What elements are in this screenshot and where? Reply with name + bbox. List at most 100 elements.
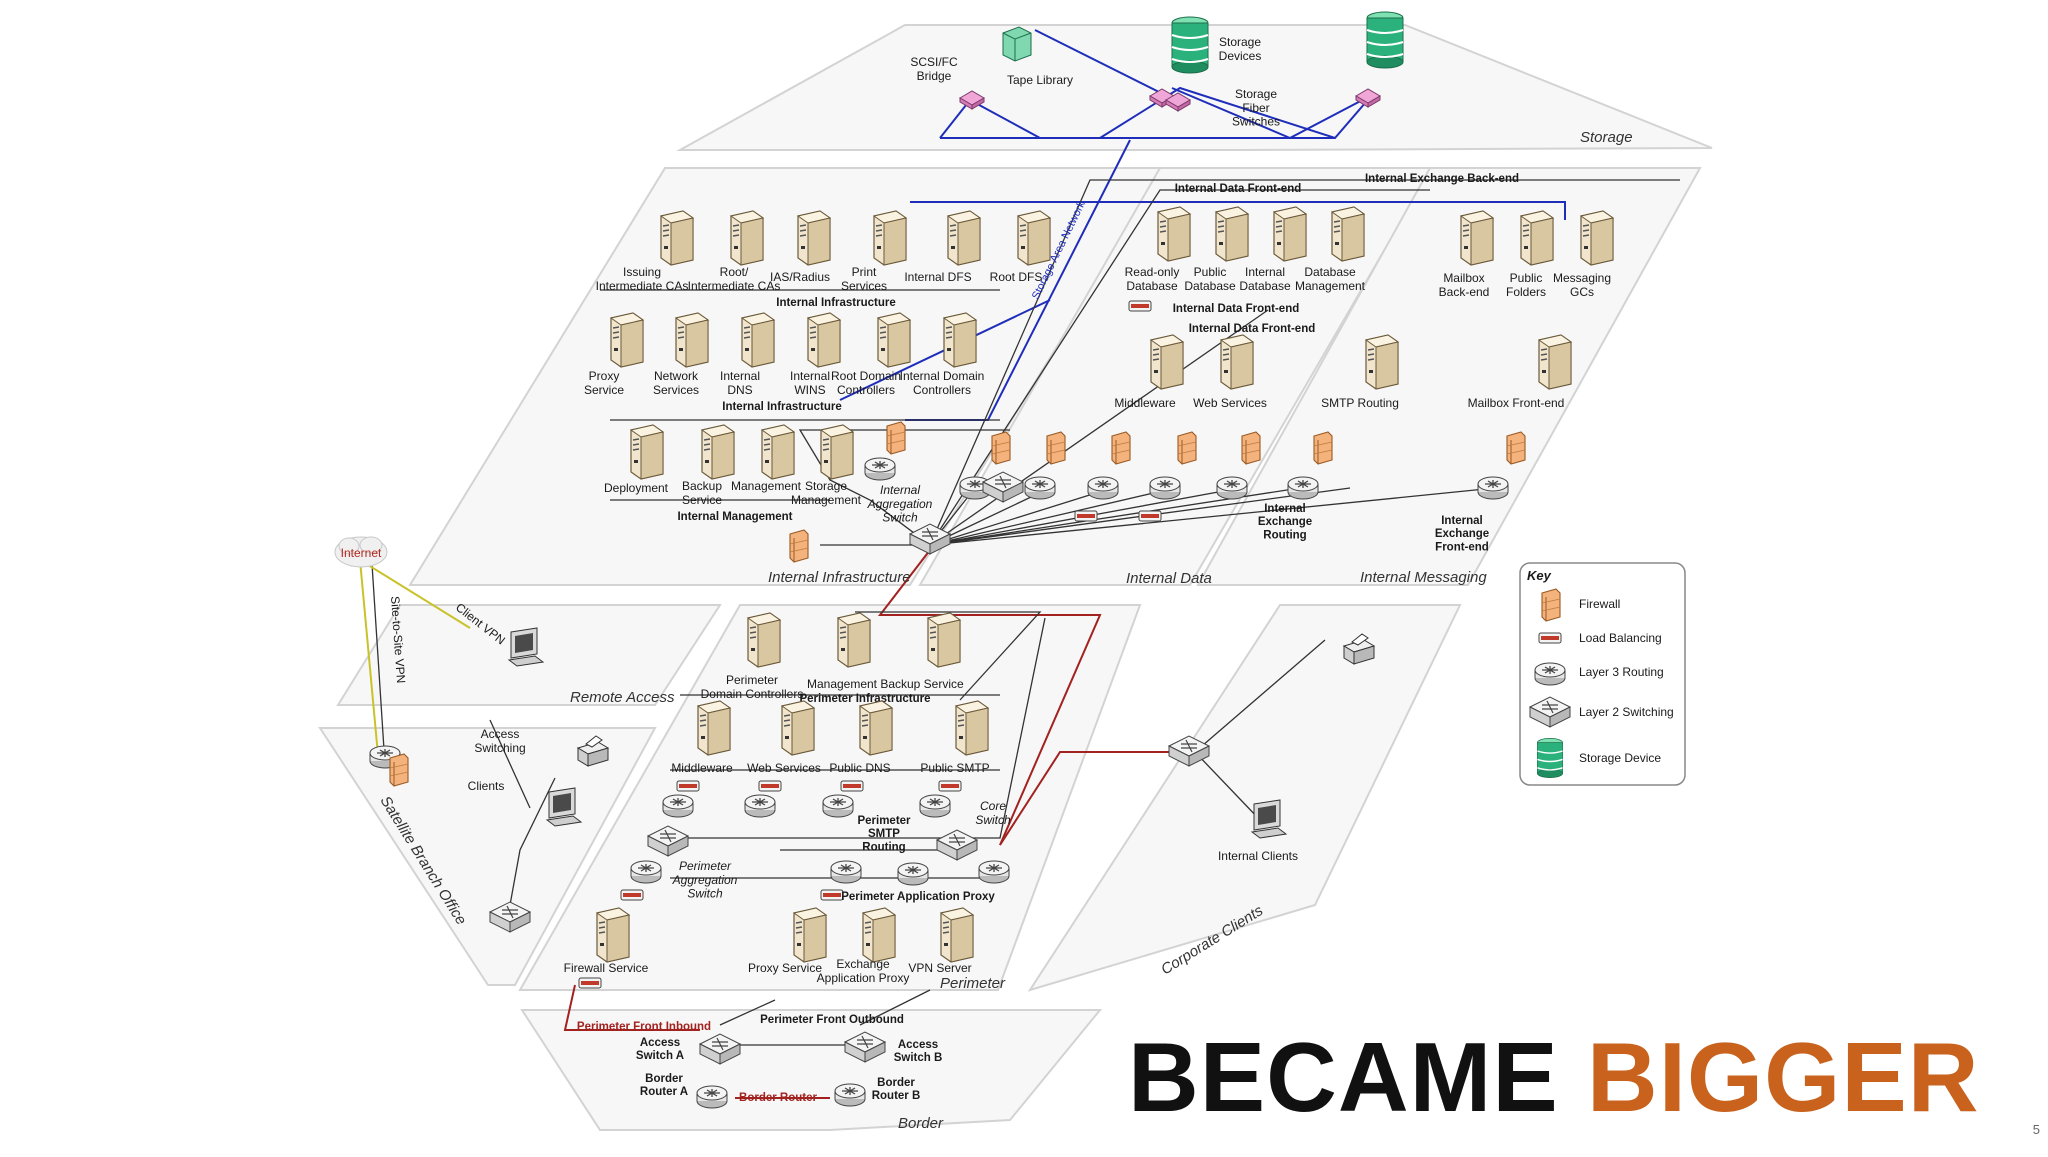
- router-icon: [864, 457, 896, 481]
- legend-item: Load Balancing: [1579, 631, 1662, 645]
- page-number: 5: [2032, 1122, 2040, 1137]
- firewall-icon: [991, 431, 1011, 465]
- server-icon: [947, 210, 981, 266]
- legend-router-icon: [1534, 662, 1566, 686]
- storage-zone-label: Storage: [1580, 129, 1633, 146]
- node-label: SMTP Routing: [1321, 396, 1399, 410]
- router-icon: [978, 860, 1010, 884]
- firewall-icon: [1313, 431, 1333, 465]
- node-label: Mailbox Front-end: [1468, 396, 1565, 410]
- router-icon: [822, 794, 854, 818]
- legend-item: Layer 3 Routing: [1579, 665, 1664, 679]
- server-icon: [927, 612, 961, 668]
- red-link: [877, 549, 1102, 846]
- node-label: Public SMTP: [920, 761, 989, 775]
- zone-label: Border: [898, 1115, 944, 1132]
- border-plane: [520, 1009, 1103, 1131]
- router-icon: [897, 862, 929, 886]
- storage-plane: [676, 24, 1713, 151]
- node-label: Backup Service: [880, 677, 964, 691]
- firewall-icon: [1177, 431, 1197, 465]
- site-vpn-label: Site-to-Site VPN: [388, 596, 408, 684]
- node-label: Web Services: [1193, 396, 1267, 410]
- group-header: Internal Data Front-end: [1173, 303, 1300, 315]
- link: [929, 179, 1680, 546]
- firewall-icon: [1506, 431, 1526, 465]
- group-header: Internal Data Front-end: [1175, 183, 1302, 195]
- tape-library-label: Tape Library: [1007, 73, 1073, 87]
- zone-label: Remote Access: [570, 689, 675, 706]
- server-icon: [741, 312, 775, 368]
- router-icon: [630, 860, 662, 884]
- infrastructure-plane: [408, 167, 1169, 586]
- database-server-icon: [1273, 206, 1307, 262]
- load-balancer-icon: [1074, 510, 1098, 522]
- server-icon: [701, 424, 735, 480]
- mailbox-server-icon: [1460, 210, 1494, 266]
- server-icon: [630, 424, 664, 480]
- printer-server-icon: [873, 210, 907, 266]
- legend-item: Firewall: [1579, 597, 1620, 611]
- legend-item: Layer 2 Switching: [1579, 705, 1674, 719]
- firewall-icon: [1046, 431, 1066, 465]
- vpn-server-icon: [940, 907, 974, 963]
- clients-label: Clients: [468, 779, 505, 793]
- zone-label: Internal Data: [1126, 570, 1212, 587]
- server-icon: [1017, 210, 1051, 266]
- database-server-icon: [1215, 206, 1249, 262]
- server-icon: [820, 424, 854, 480]
- legend-firewall-icon: [1541, 588, 1561, 622]
- zone-label: Perimeter: [940, 975, 1006, 992]
- title-word-bigger: BIGGER: [1586, 1022, 1980, 1132]
- node-label: Root DFS: [990, 270, 1043, 284]
- server-icon: [837, 612, 871, 668]
- messaging-plane: [1196, 167, 1702, 586]
- internet-cloud-icon: [334, 536, 388, 568]
- san-link: [910, 201, 1566, 220]
- router-icon: [696, 1085, 728, 1109]
- load-balancer-icon: [820, 889, 844, 901]
- load-balancer-icon: [938, 780, 962, 792]
- server-icon: [1150, 334, 1184, 390]
- router-icon: [1149, 476, 1181, 500]
- firewall-icon: [1241, 431, 1261, 465]
- node-label: Firewall Service: [564, 961, 649, 975]
- server-icon: [1520, 210, 1554, 266]
- link: [719, 989, 931, 1046]
- legend-item: Storage Device: [1579, 751, 1661, 765]
- server-icon: [793, 907, 827, 963]
- node-label: Management: [731, 479, 802, 493]
- firewall-icon: [886, 421, 906, 455]
- tape-library-icon: [1002, 26, 1032, 62]
- router-icon: [1087, 476, 1119, 500]
- group-header: Perimeter Front Inbound: [577, 1021, 711, 1033]
- server-icon: [761, 424, 795, 480]
- router-icon: [919, 794, 951, 818]
- group-header: Perimeter Infrastructure: [799, 693, 930, 705]
- node-label: Management: [807, 677, 878, 691]
- server-icon: [1365, 334, 1399, 390]
- node-label: Middleware: [1114, 396, 1176, 410]
- server-icon: [730, 210, 764, 266]
- title-word-became: BECAME: [1128, 1022, 1559, 1132]
- node-label: Web Services: [747, 761, 821, 775]
